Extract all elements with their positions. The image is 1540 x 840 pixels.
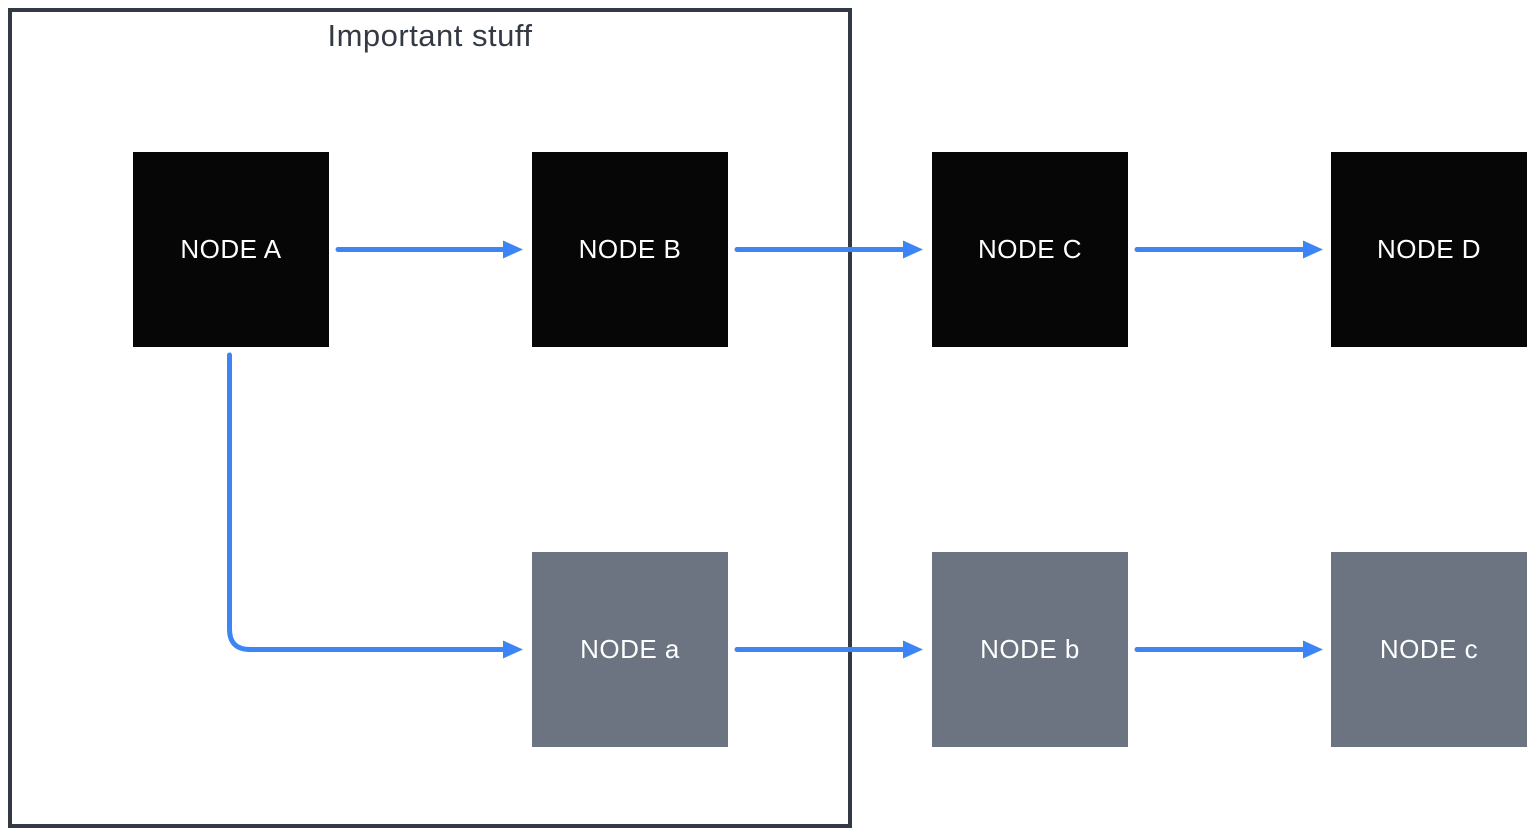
node-A-label: NODE A — [180, 234, 282, 264]
node-C[interactable]: NODE C — [932, 152, 1128, 347]
node-A[interactable]: NODE A — [133, 152, 329, 347]
node-D[interactable]: NODE D — [1331, 152, 1527, 347]
node-a[interactable]: NODE a — [532, 552, 728, 747]
node-C-label: NODE C — [977, 234, 1083, 264]
group-box — [8, 8, 852, 828]
node-c[interactable]: NODE c — [1331, 552, 1527, 747]
node-b-label: NODE b — [980, 634, 1080, 664]
node-c-label: NODE c — [1379, 634, 1479, 664]
node-a-label: NODE a — [580, 634, 680, 664]
node-D-label: NODE D — [1376, 234, 1482, 264]
node-B-label: NODE B — [578, 234, 682, 264]
group-title: Important stuff — [327, 18, 533, 53]
node-B[interactable]: NODE B — [532, 152, 728, 347]
node-b[interactable]: NODE b — [932, 552, 1128, 747]
